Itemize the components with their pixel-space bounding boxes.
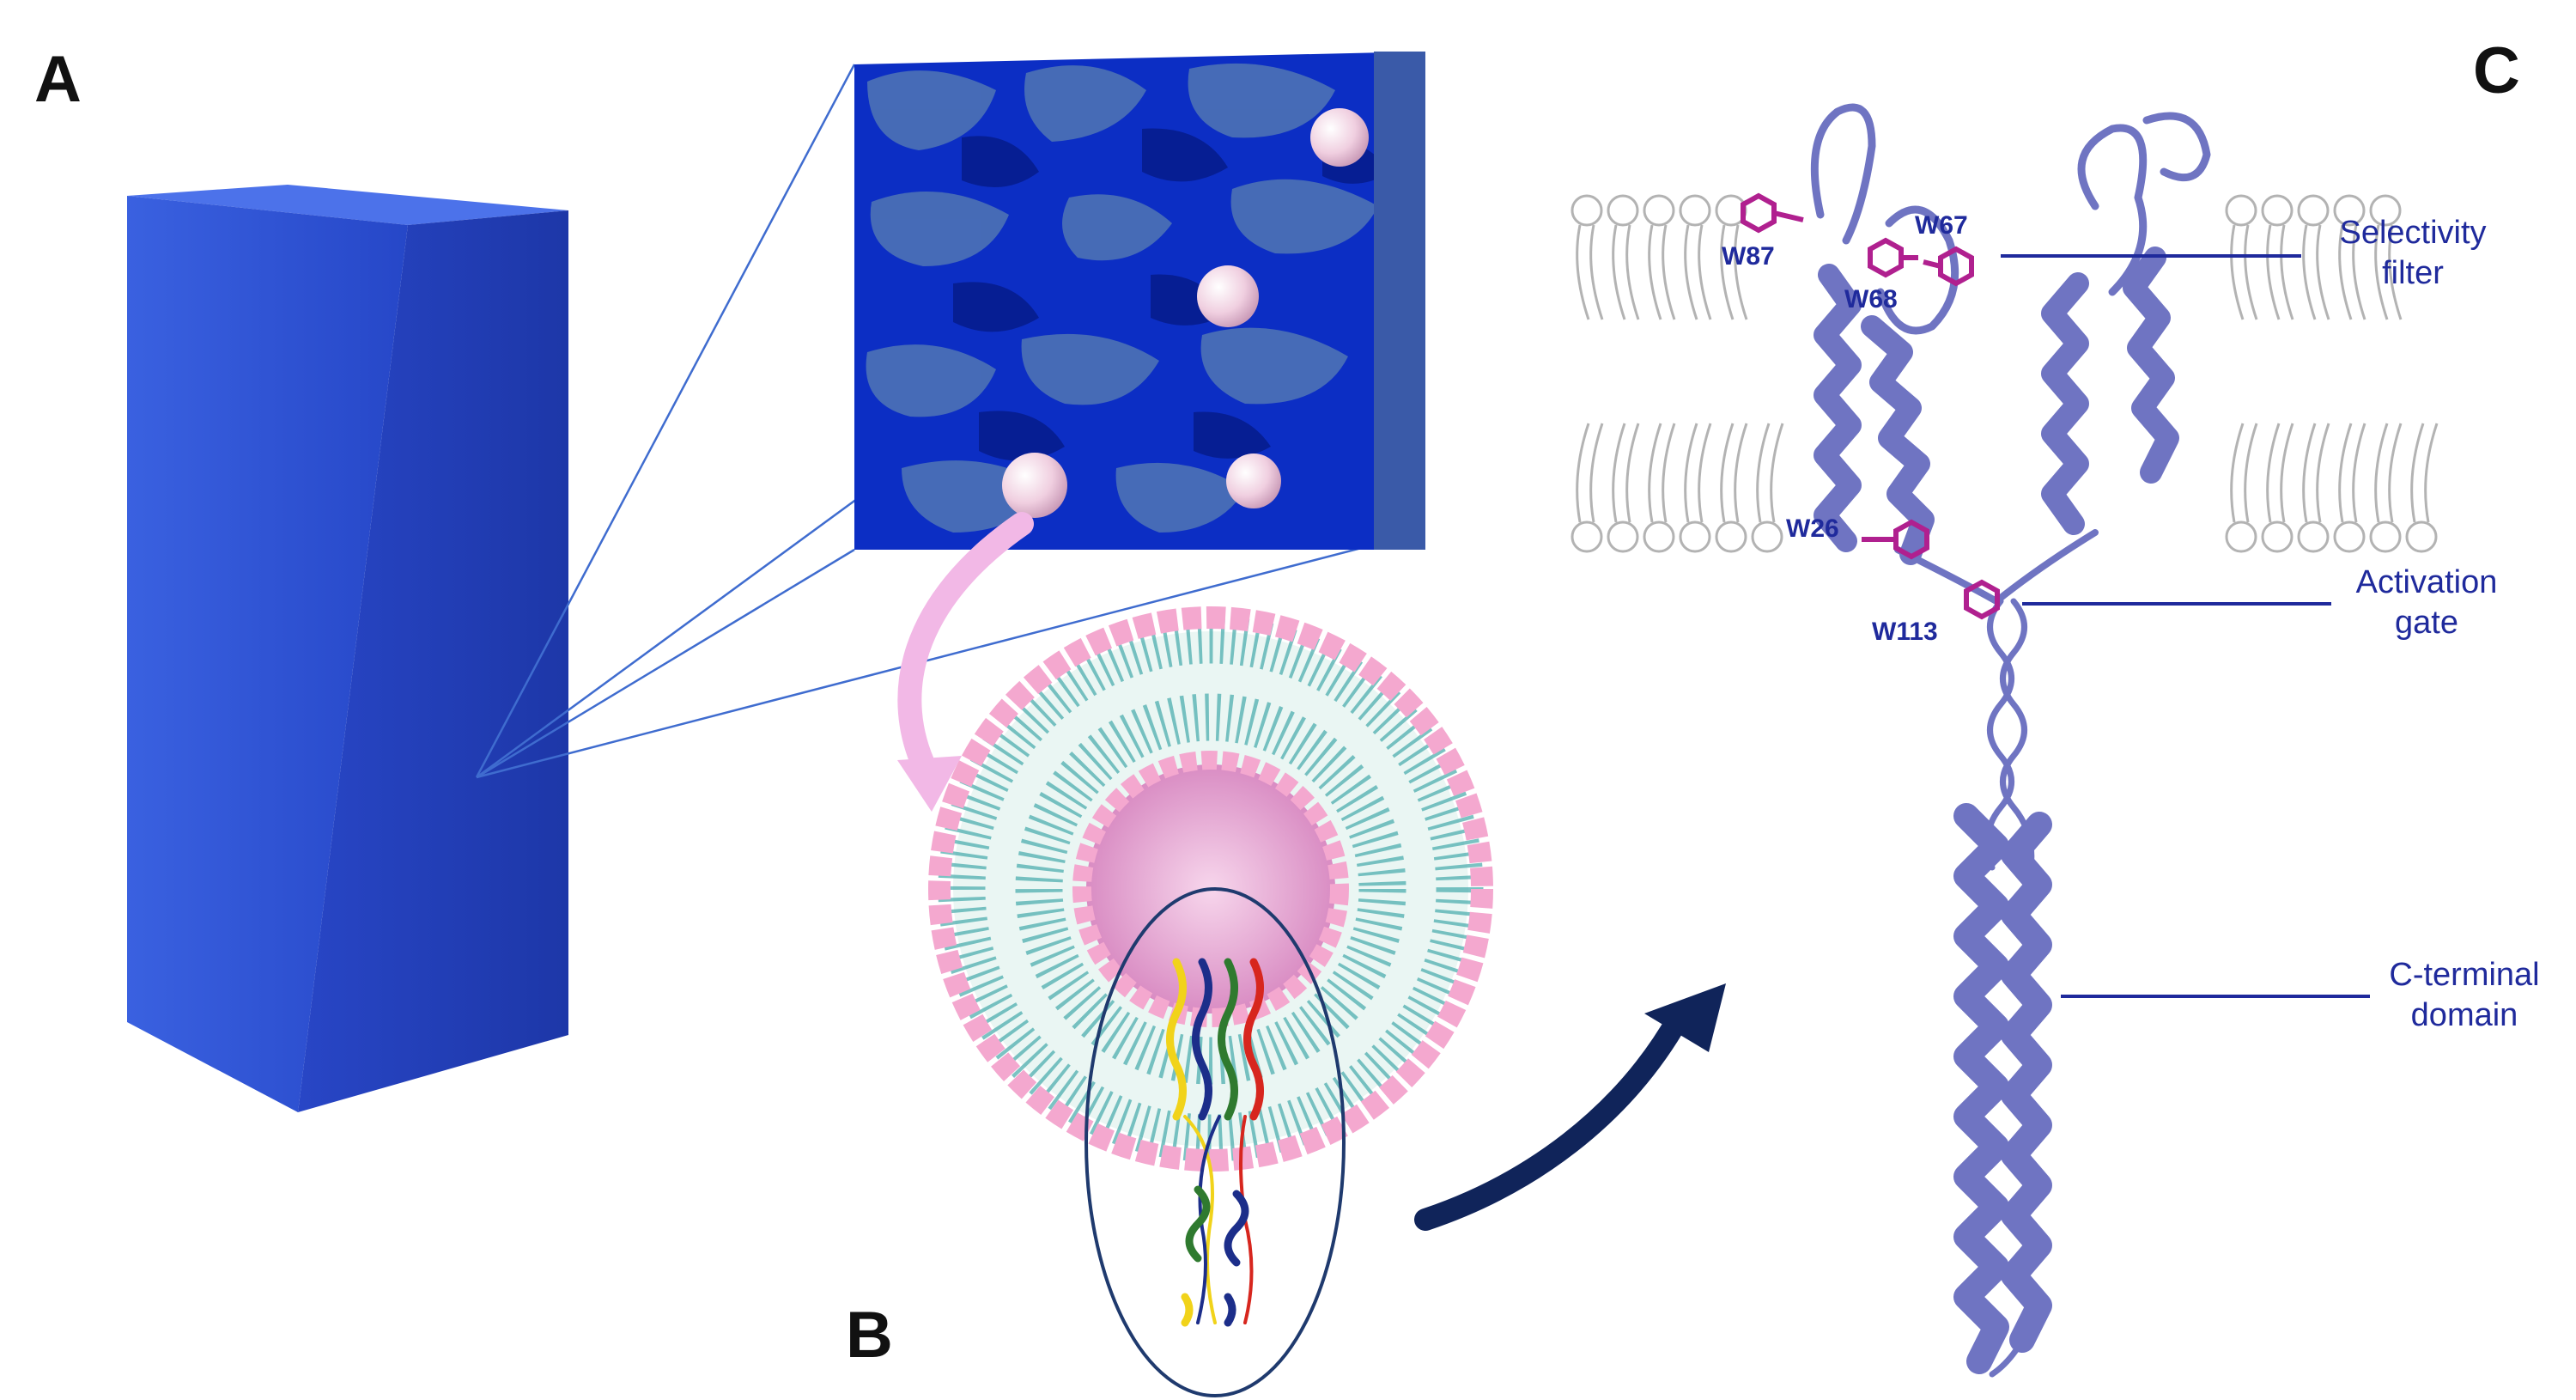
vesicle-inner-headgroups xyxy=(1072,751,1349,1027)
lower-leaflet-left xyxy=(1571,423,1784,553)
activation-gate-label-line2: gate xyxy=(2395,605,2458,641)
w113-sidechain xyxy=(1964,579,2000,620)
tryptophan-sidechains xyxy=(1741,192,2000,620)
block-front-face xyxy=(127,196,408,1112)
panel-c-letter: C xyxy=(2473,34,2520,107)
selectivity-filter-label-line1: Selectivity xyxy=(2339,215,2486,251)
panel-b-letter: B xyxy=(846,1299,893,1372)
panel-a: A xyxy=(34,43,1422,1112)
navy-arrow-head xyxy=(1644,983,1726,1052)
lipid-bilayer xyxy=(1571,194,2439,553)
callout-activation-gate: Activation gate xyxy=(2356,564,2498,641)
w26-sidechain xyxy=(1862,519,1929,560)
w68-sidechain xyxy=(1868,237,1918,278)
material-block xyxy=(127,185,568,1112)
c-terminal-domain-label-line2: domain xyxy=(2411,997,2518,1033)
panel-b: B xyxy=(846,606,1493,1397)
callout-selectivity-filter: Selectivity filter xyxy=(2339,215,2486,291)
residue-label-w67: W67 xyxy=(1915,211,1968,240)
selectivity-filter-label-line2: filter xyxy=(2382,255,2444,291)
channel-tetramer xyxy=(1166,958,1264,1327)
channel-ribbon xyxy=(1810,103,2211,1378)
residue-label-w113: W113 xyxy=(1872,618,1938,646)
panel-a-letter: A xyxy=(34,43,82,116)
callout-lines xyxy=(2001,254,2370,998)
w87-sidechain xyxy=(1741,192,1804,234)
pink-arrow-head xyxy=(897,756,962,812)
panel-c: C xyxy=(1571,34,2540,1378)
upper-leaflet-left xyxy=(1571,194,1748,320)
block-side-face xyxy=(298,210,568,1112)
callout-c-terminal-domain: C-terminal domain xyxy=(2389,957,2539,1033)
block-top-face xyxy=(127,185,568,225)
w67-sidechain xyxy=(1923,246,1974,287)
lower-leaflet-right xyxy=(2225,423,2439,553)
upper-leaflet-right xyxy=(2225,194,2403,320)
residue-label-w26: W26 xyxy=(1786,514,1839,543)
residue-label-w68: W68 xyxy=(1844,285,1898,313)
pink-arrow xyxy=(897,512,1034,785)
cube-spheres xyxy=(1002,108,1369,518)
activation-gate-label-line1: Activation xyxy=(2356,564,2498,600)
channel-highlight-ellipse xyxy=(1084,887,1346,1397)
navy-arrow xyxy=(1414,1007,1690,1231)
c-terminal-domain-label-line1: C-terminal xyxy=(2389,957,2539,993)
porous-cube xyxy=(854,52,1425,550)
residue-label-w87: W87 xyxy=(1722,242,1775,271)
vesicle-outer-headgroups xyxy=(928,606,1493,1172)
